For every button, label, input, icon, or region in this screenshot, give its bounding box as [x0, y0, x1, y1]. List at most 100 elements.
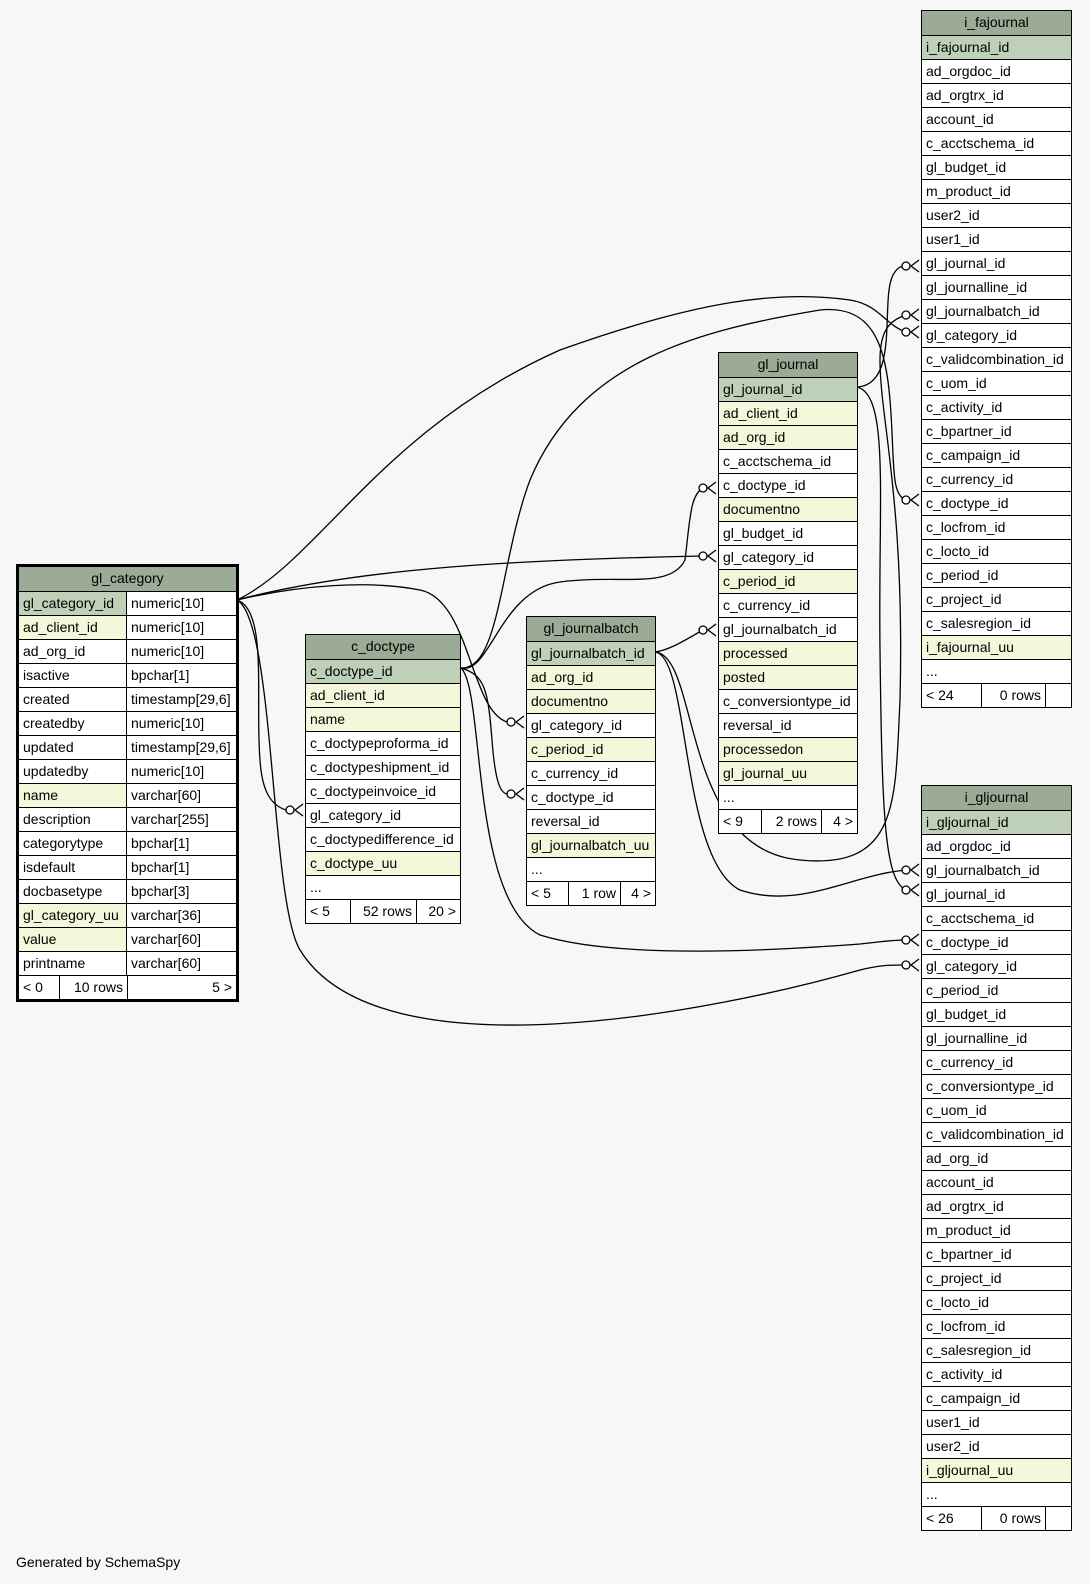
- column-name: processed: [719, 642, 857, 665]
- column-row: c_salesregion_id: [922, 1338, 1071, 1362]
- column-row: ad_orgtrx_id: [922, 1194, 1071, 1218]
- column-row: ...: [306, 875, 460, 899]
- column-type: bpchar[1]: [126, 664, 236, 687]
- table-footer-rows: 10 rows: [59, 976, 127, 999]
- column-row: gl_journalline_id: [922, 275, 1071, 299]
- column-name: user2_id: [926, 1438, 980, 1454]
- column-name: c_currency_id: [531, 765, 619, 781]
- column-name: posted: [719, 666, 857, 689]
- column-name: gl_category_id: [531, 717, 623, 733]
- column-name: ad_org_id: [719, 426, 857, 449]
- column-row: processedon: [719, 737, 857, 761]
- column-name: c_acctschema_id: [723, 453, 832, 469]
- column-name: c_locto_id: [926, 543, 990, 559]
- optional-marker: [901, 261, 911, 271]
- table-footer-children: 5 >: [127, 976, 236, 999]
- column-row: c_acctschema_id: [922, 906, 1071, 930]
- crowfoot-marker: [706, 623, 717, 637]
- table-footer-rows: 0 rows: [981, 684, 1045, 707]
- column-row: m_product_id: [922, 179, 1071, 203]
- column-row: c_currency_id: [527, 761, 655, 785]
- column-row: i_gljournal_uu: [922, 1458, 1071, 1482]
- column-row: ...: [719, 785, 857, 809]
- column-row: ...: [922, 1482, 1071, 1506]
- column-type: varchar[60]: [126, 784, 236, 807]
- column-row: ad_org_id: [527, 665, 655, 689]
- column-name: c_period_id: [926, 567, 999, 583]
- column-row: c_period_id: [719, 569, 857, 593]
- column-name: c_uom_id: [926, 375, 987, 391]
- column-row: gl_journalbatch_id: [922, 858, 1071, 882]
- column-row: gl_journalbatch_id: [719, 617, 857, 641]
- column-name: c_project_id: [926, 591, 1002, 607]
- column-row: reversal_id: [719, 713, 857, 737]
- crowfoot-marker: [909, 863, 920, 877]
- column-name: ad_org_id: [527, 666, 655, 689]
- optional-marker: [901, 327, 911, 337]
- column-name: documentno: [527, 690, 655, 713]
- column-name: ad_orgdoc_id: [926, 63, 1011, 79]
- column-name: c_campaign_id: [926, 1390, 1021, 1406]
- column-row: c_period_id: [922, 978, 1071, 1002]
- column-name: c_doctype_id: [531, 789, 614, 805]
- column-row: user2_id: [922, 203, 1071, 227]
- column-row: c_locfrom_id: [922, 1314, 1071, 1338]
- crowfoot-marker: [909, 493, 920, 507]
- table-title: c_doctype: [306, 635, 460, 659]
- column-name: gl_budget_id: [926, 1006, 1007, 1022]
- crowfoot-marker: [706, 549, 717, 563]
- table-footer-parents: < 9: [723, 813, 743, 829]
- column-name: gl_budget_id: [723, 525, 804, 541]
- column-name: c_doctypedifference_id: [310, 831, 454, 847]
- column-name: description: [23, 811, 91, 827]
- column-row: c_doctype_id: [306, 659, 460, 683]
- column-row: gl_category_id: [922, 323, 1071, 347]
- column-name: created: [23, 691, 70, 707]
- column-name: i_fajournal_uu: [922, 636, 1071, 659]
- column-type: varchar[60]: [126, 928, 236, 951]
- column-row: c_uom_id: [922, 371, 1071, 395]
- optional-marker: [901, 495, 911, 505]
- column-name: c_currency_id: [926, 471, 1014, 487]
- column-name: processedon: [719, 738, 857, 761]
- column-row: c_validcombination_id: [922, 347, 1071, 371]
- column-row: c_activity_id: [922, 1362, 1071, 1386]
- optional-marker: [901, 935, 911, 945]
- column-type: numeric[10]: [126, 592, 236, 615]
- column-row: c_doctype_uu: [306, 851, 460, 875]
- column-name: gl_journalbatch_id: [527, 642, 655, 665]
- column-name: c_validcombination_id: [926, 1126, 1064, 1142]
- column-row: c_salesregion_id: [922, 611, 1071, 635]
- column-name: updated: [23, 739, 74, 755]
- edge-c-doctype-to-gl-journal: [460, 487, 704, 669]
- edge-gl-journalbatch-to-i-gljournal: [654, 651, 907, 897]
- column-row: ad_org_id: [719, 425, 857, 449]
- column-row: gl_category_id: [922, 954, 1071, 978]
- optional-marker: [901, 865, 911, 875]
- column-row: c_activity_id: [922, 395, 1071, 419]
- column-name: ...: [723, 789, 735, 805]
- column-row: gl_journal_id: [719, 377, 857, 401]
- column-name: c_acctschema_id: [926, 135, 1035, 151]
- crowfoot-marker: [514, 715, 525, 729]
- table-footer-children: 4 >: [620, 882, 655, 905]
- column-name: c_locfrom_id: [926, 1318, 1006, 1334]
- column-name: gl_journalbatch_id: [926, 303, 1040, 319]
- column-row: c_validcombination_id: [922, 1122, 1071, 1146]
- optional-marker: [506, 717, 516, 727]
- column-name: c_period_id: [719, 570, 857, 593]
- column-type: numeric[10]: [126, 640, 236, 663]
- column-row: ad_orgdoc_id: [922, 834, 1071, 858]
- optional-marker: [901, 960, 911, 970]
- column-row: gl_journal_uu: [719, 761, 857, 785]
- column-row: c_locto_id: [922, 1290, 1071, 1314]
- optional-marker: [506, 789, 516, 799]
